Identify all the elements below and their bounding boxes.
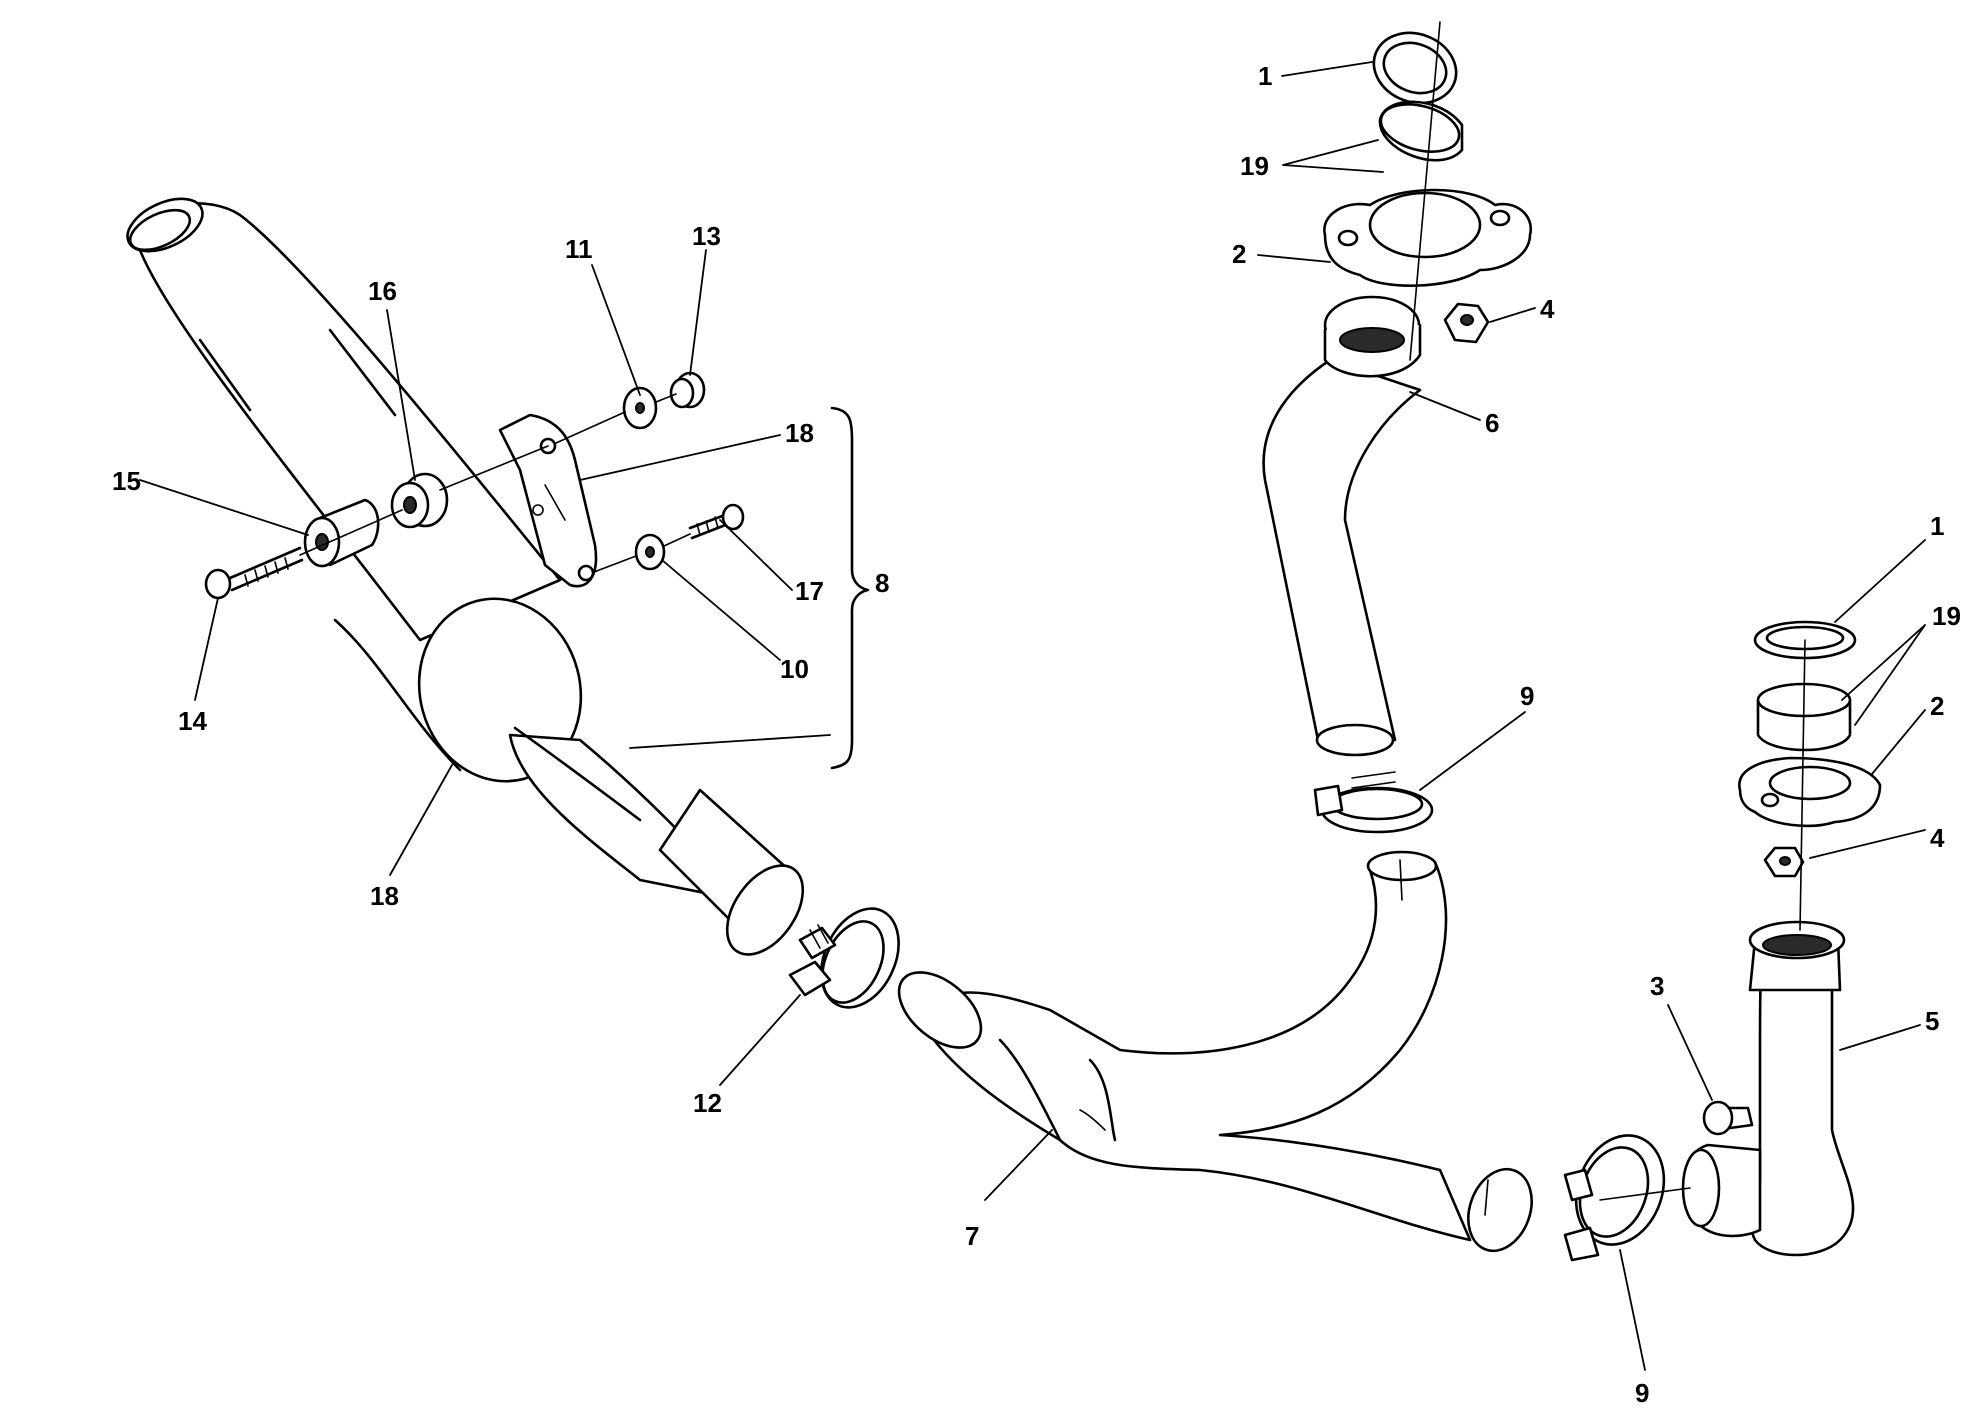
- group-8-brace: [830, 406, 870, 770]
- callout-5: 5: [1925, 1006, 1939, 1036]
- bolt-part-14: [204, 546, 304, 600]
- stud-part-3: [1702, 1100, 1754, 1136]
- callout-2-right: 2: [1930, 691, 1944, 721]
- axis-line-lower: [593, 533, 691, 573]
- spacer-part-15: [303, 498, 380, 568]
- muffler-part-18: [126, 197, 805, 956]
- callout-16: 16: [368, 276, 397, 306]
- callout-1-right: 1: [1930, 511, 1944, 541]
- callout-14: 14: [178, 706, 207, 736]
- assembly-axis-line: [299, 445, 549, 556]
- nut-part-4-right: [1763, 846, 1805, 878]
- callout-18-bracket: 18: [785, 418, 814, 448]
- callout-13: 13: [692, 221, 721, 251]
- right-axis-line: [1799, 639, 1806, 931]
- callout-7: 7: [965, 1221, 979, 1251]
- callout-4-upper: 4: [1540, 294, 1555, 324]
- pipe-part-5: [1681, 920, 1855, 1257]
- axis-line-upper: [555, 393, 677, 444]
- callout-10: 10: [780, 654, 809, 684]
- grommet-part-16: [390, 472, 449, 529]
- washer-part-10: [634, 533, 666, 571]
- callout-1-upper: 1: [1258, 61, 1272, 91]
- callout-11: 11: [565, 234, 593, 264]
- leader-lines: [139, 61, 1926, 1371]
- clamp-part-9-upper: [1313, 771, 1434, 834]
- header-pipe-part-6: [1262, 295, 1422, 757]
- callout-4-right: 4: [1930, 823, 1945, 853]
- callout-19-right: 19: [1932, 601, 1961, 631]
- callout-17: 17: [795, 576, 824, 606]
- ring-part-1-upper: [1372, 31, 1458, 105]
- callout-8: 8: [875, 568, 889, 598]
- callout-9-lower: 9: [1635, 1378, 1649, 1408]
- callout-6: 6: [1485, 408, 1499, 438]
- y-pipe-part-7: [897, 850, 1533, 1253]
- sleeve-part-19-upper: [1378, 100, 1464, 162]
- callout-3: 3: [1650, 971, 1664, 1001]
- bolt-part-17: [688, 503, 745, 540]
- callout-15: 15: [112, 466, 141, 496]
- callout-19-upper: 19: [1240, 151, 1269, 181]
- callout-9-upper: 9: [1520, 681, 1534, 711]
- callout-2-upper: 2: [1232, 239, 1246, 269]
- nut-part-13: [669, 371, 706, 409]
- lower-axis-line: [1599, 1187, 1691, 1201]
- flange-part-2-right: [1738, 756, 1882, 828]
- nut-part-4-upper: [1443, 302, 1490, 344]
- clamp-part-12: [788, 907, 900, 1009]
- callout-18-muffler: 18: [370, 881, 399, 911]
- clamp-part-9-lower: [1563, 1134, 1666, 1262]
- upper-axis-line: [1409, 21, 1441, 361]
- washer-part-11: [622, 386, 658, 430]
- flange-part-2-upper: [1323, 188, 1533, 287]
- callout-labels: 1 19 2 4 6 11 13 16 18 15 17 8 10 14 9 1…: [112, 61, 1961, 1408]
- callout-12: 12: [693, 1088, 722, 1118]
